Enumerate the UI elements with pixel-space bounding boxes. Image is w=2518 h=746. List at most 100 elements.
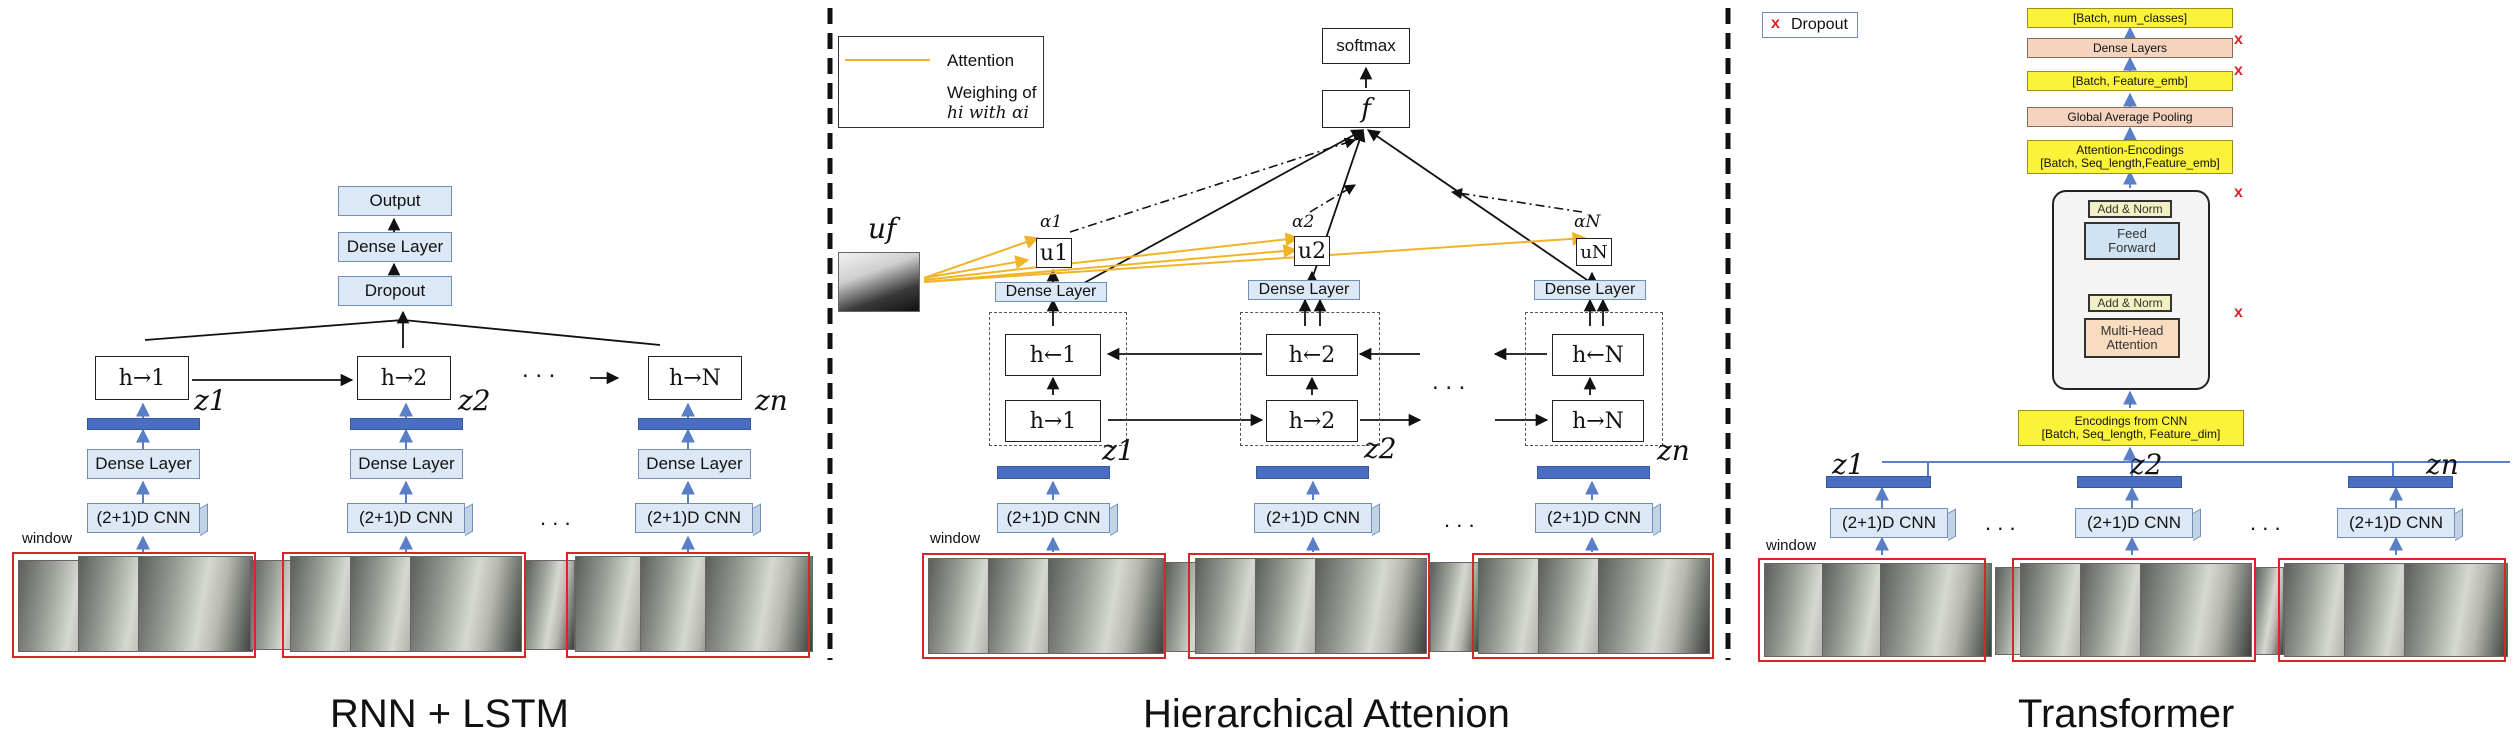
batch-classes-box: [Batch, num_classes] [2027,8,2233,28]
rnn-window-label: window [22,530,73,547]
legend-attention-label: Attention [947,51,1015,70]
rnn-window-frame-1[interactable] [12,552,256,658]
tr-feature-bar-1 [1826,476,1931,488]
tr-cnn-box-1: (2+1)D CNN [1830,508,1948,538]
tr-z1-label: z1 [1832,448,1865,481]
attn-window-frame-1[interactable] [922,553,1166,659]
rnn-dense-box-2: Dense Layer [350,449,463,479]
attn-dots-cnn: . . . [1444,507,1475,532]
gap-box: Global Average Pooling [2027,107,2233,127]
add-norm-box-bottom: Add & Norm [2088,294,2172,312]
rnn-feature-bar-2 [350,418,463,430]
caption-hierarchical-attention: Hierarchical Attenion [1143,692,1510,736]
attn-feature-bar-1 [997,466,1110,479]
tr-feature-bar-2 [2077,476,2182,488]
tr-window-frame-3[interactable] [2278,558,2506,662]
uf-image [838,252,920,312]
rnn-dots-h: . . . [522,356,556,383]
dropout-x-icon-1: x [2234,31,2243,48]
tr-window-frame-2[interactable] [2012,558,2256,662]
alpha2-label: α2 [1292,212,1315,232]
attn-bilstm-group-1 [989,312,1127,446]
attn-window-frame-2[interactable] [1188,553,1430,659]
rnn-video-frame [705,556,813,652]
tr-feature-bar-3 [2348,476,2453,488]
caption-transformer: Transformer [2018,692,2235,736]
rnn-feature-bar-3 [638,418,751,430]
dropout-x-icon-2: x [2234,62,2243,79]
uf-label: uf [868,212,897,245]
attn-video-frame [1315,558,1427,654]
batch-feature-box: [Batch, Feature_emb] [2027,71,2233,91]
attn-zn-label: zn [1657,434,1690,467]
rnn-window-frame-2[interactable] [282,552,526,658]
attn-feature-bar-2 [1256,466,1369,479]
attn-cnn-box-2: (2+1)D CNN [1254,503,1372,533]
dropout-legend: x Dropout [1762,12,1858,38]
encodings-from-cnn-title: Encodings from CNN [2074,414,2188,428]
add-norm-box-top: Add & Norm [2088,200,2172,218]
attn-window-frame-3[interactable] [1472,553,1714,659]
rnn-h2-box: h→2 [357,356,451,400]
transformer-encoder-block [2052,190,2210,390]
f-box: f [1322,90,1410,128]
encodings-from-cnn-box: Encodings from CNN [Batch, Seq_length, F… [2018,410,2244,446]
rnn-dense-box-1: Dense Layer [87,449,200,479]
rnn-dense-top-box: Dense Layer [338,232,452,262]
dropout-legend-label: Dropout [1791,16,1848,33]
rnn-z1-label: z1 [194,384,227,417]
dropout-x-icon-3: x [2234,184,2243,201]
attention-encodings-shape: [Batch, Seq_length,Feature_emb] [2040,156,2220,170]
legend-line-attention [845,59,930,61]
tr-window-label: window [1766,537,1817,554]
attention-legend: Attention Weighing of hi with αi [838,36,1044,128]
mha-line-1: Multi-Head [2100,323,2164,338]
tr-cnn-box-2: (2+1)D CNN [2075,508,2193,538]
attn-dense-box-3: Dense Layer [1534,280,1646,300]
attn-z1-label: z1 [1102,434,1135,467]
tr-dots-cnn-2: . . . [2250,510,2281,535]
attn-cnn-box-1: (2+1)D CNN [997,503,1110,533]
attn-dense-box-2: Dense Layer [1248,280,1360,300]
attn-h2-box: h→2 [1266,400,1358,442]
rnn-video-frame [410,556,522,652]
attn-video-frame [1598,558,1710,654]
tr-cnn-box-3: (2+1)D CNN [2337,508,2455,538]
rnn-h1-box: h→1 [95,356,189,400]
caption-rnn: RNN + LSTM [330,692,569,736]
rnn-cnn-box-3: (2+1)D CNN [635,503,753,533]
alphaN-label: αN [1574,212,1601,232]
rnn-window-frame-3[interactable] [566,552,810,658]
u2-box: u2 [1294,236,1330,266]
attn-cnn-box-3: (2+1)D CNN [1535,503,1653,533]
attn-hb2-box: h←2 [1266,334,1358,376]
attn-dense-box-1: Dense Layer [995,282,1107,302]
attn-bilstm-group-3 [1525,312,1663,446]
attn-video-frame [1430,562,1480,652]
rnn-zn-label: zn [755,384,788,417]
alpha1-label: α1 [1040,212,1063,232]
legend-weighing-label-2: hi with αi [947,103,1029,123]
feed-forward-line-1: Feed [2117,226,2147,241]
attention-encodings-title: Attention-Encodings [2076,143,2184,157]
attn-bilstm-group-2 [1240,312,1380,446]
tr-z2-label: z2 [2130,448,2163,481]
tr-video-frame [2140,563,2252,657]
multi-head-attention-box: Multi-Head Attention [2084,318,2180,358]
attn-hb1-box: h←1 [1005,334,1101,376]
attn-h1-box: h→1 [1005,400,1101,442]
attn-window-label: window [930,530,981,547]
attn-video-frame [1048,558,1164,654]
tr-video-frame [2404,563,2508,657]
attn-hbN-box: h←N [1552,334,1644,376]
feed-forward-box: Feed Forward [2084,222,2180,260]
rnn-cnn-box-1: (2+1)D CNN [87,503,200,533]
tr-dots-cnn-1: . . . [1985,510,2016,535]
mha-line-2: Attention [2106,337,2158,352]
dense-layers-box: Dense Layers [2027,38,2233,58]
tr-window-frame-1[interactable] [1758,558,1986,662]
softmax-box: softmax [1322,28,1410,64]
attn-dots-h: . . . [1432,368,1466,395]
rnn-cnn-box-2: (2+1)D CNN [347,503,465,533]
